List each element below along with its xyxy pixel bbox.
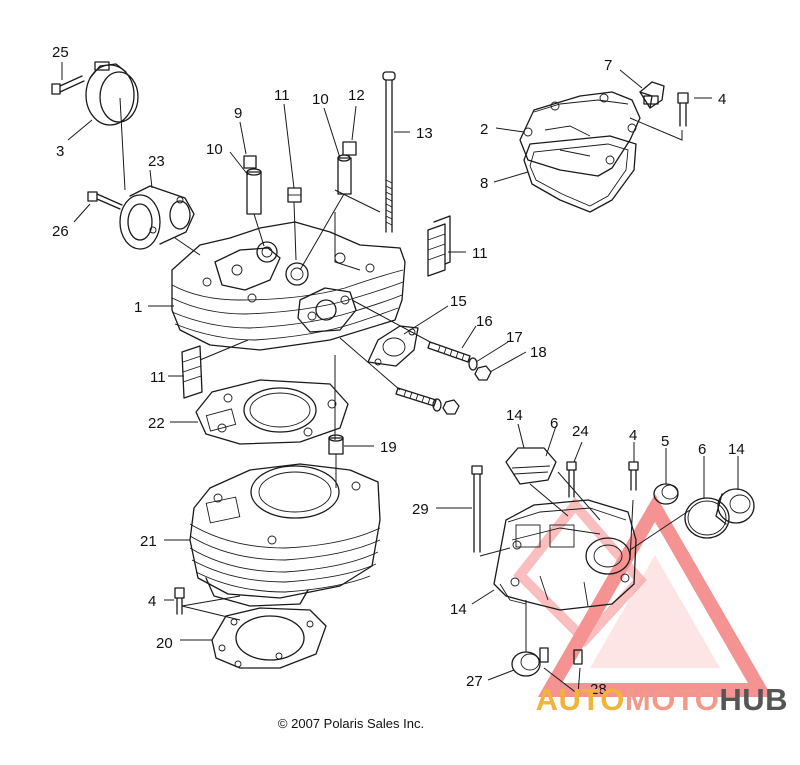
part-pin-28b bbox=[573, 649, 583, 665]
part-seal-6a bbox=[557, 471, 601, 521]
callout-29: 29 bbox=[412, 501, 429, 518]
callout-24: 24 bbox=[572, 423, 589, 440]
callout-20: 20 bbox=[156, 635, 173, 652]
part-stud-13 bbox=[382, 71, 396, 233]
part-plug-27 bbox=[511, 651, 541, 677]
part-cylinder-head-1 bbox=[171, 221, 406, 351]
part-valve-guide-10b bbox=[337, 154, 352, 195]
callout-4-top: 4 bbox=[718, 91, 726, 108]
callout-1: 1 bbox=[134, 299, 142, 316]
callout-11-right: 11 bbox=[472, 245, 488, 262]
watermark-auto: AUTO bbox=[535, 682, 625, 717]
part-cylinder-21 bbox=[189, 463, 381, 607]
part-clamp-3 bbox=[85, 61, 139, 126]
callout-10-right: 10 bbox=[312, 91, 329, 108]
callout-13: 13 bbox=[416, 125, 433, 142]
callout-leaders bbox=[61, 62, 739, 681]
callout-16: 16 bbox=[476, 313, 493, 330]
callout-17: 17 bbox=[506, 329, 523, 346]
part-valve-cover-2 bbox=[519, 91, 641, 177]
watermark-brand: AUTOMOTOHUB bbox=[536, 682, 788, 718]
part-pin-28a bbox=[539, 647, 549, 663]
part-cap-9 bbox=[243, 155, 257, 169]
callout-27: 27 bbox=[466, 673, 483, 690]
callout-4-mid: 4 bbox=[629, 427, 637, 444]
part-plug-5 bbox=[653, 483, 679, 505]
callout-21: 21 bbox=[140, 533, 157, 550]
copyright-text: © 2007 Polaris Sales Inc. bbox=[277, 716, 425, 731]
part-bolt-25 bbox=[51, 75, 85, 95]
part-housing-14 bbox=[493, 499, 637, 611]
part-base-gasket-20 bbox=[211, 607, 327, 669]
callout-5: 5 bbox=[661, 433, 669, 450]
part-cap-14b bbox=[715, 488, 755, 525]
part-head-gasket-22 bbox=[195, 379, 349, 445]
watermark-hub: HUB bbox=[719, 682, 788, 717]
callout-6-left: 6 bbox=[550, 415, 558, 432]
callout-28: 28 bbox=[590, 681, 607, 698]
copyright-notice: © 2007 Polaris Sales Inc. bbox=[0, 716, 800, 731]
callout-labels: 25 3 23 26 9 10 11 10 12 13 7 4 2 8 11 1… bbox=[52, 44, 745, 698]
callout-11-left: 11 bbox=[150, 369, 166, 386]
callout-6-right: 6 bbox=[698, 441, 706, 458]
part-cover-14a bbox=[505, 447, 557, 485]
part-bolt-4c bbox=[174, 587, 185, 615]
callout-15: 15 bbox=[450, 293, 467, 310]
callout-14-bottom: 14 bbox=[450, 601, 467, 618]
part-valve-guide-10a bbox=[246, 168, 262, 215]
part-block-stack-11c bbox=[181, 345, 203, 399]
part-washer-17a bbox=[468, 357, 478, 371]
callout-18: 18 bbox=[530, 344, 547, 361]
callout-8: 8 bbox=[480, 175, 488, 192]
part-block-stack-11b bbox=[427, 215, 451, 277]
part-stud-16b bbox=[395, 387, 437, 407]
callout-2: 2 bbox=[480, 121, 488, 138]
callout-7: 7 bbox=[604, 57, 612, 74]
callout-14-top: 14 bbox=[506, 407, 523, 424]
part-stud-16a bbox=[427, 341, 471, 363]
part-nut-18a bbox=[474, 365, 492, 381]
callout-4-bottom: 4 bbox=[148, 593, 156, 610]
callout-14-right: 14 bbox=[728, 441, 745, 458]
callout-19: 19 bbox=[380, 439, 397, 456]
part-washer-17b bbox=[432, 398, 442, 412]
part-dowel-19 bbox=[328, 434, 344, 455]
callout-12: 12 bbox=[348, 87, 365, 104]
part-block-11a bbox=[287, 187, 302, 203]
part-bolt-24 bbox=[566, 461, 577, 498]
callout-11-top: 11 bbox=[274, 87, 290, 104]
part-bolt-4a bbox=[677, 92, 689, 127]
callout-22: 22 bbox=[148, 415, 165, 432]
callout-9: 9 bbox=[234, 105, 242, 122]
part-bolt-29 bbox=[471, 465, 483, 553]
part-bolt-26 bbox=[87, 191, 123, 210]
callout-23: 23 bbox=[148, 153, 165, 170]
part-cover-gasket-8 bbox=[523, 135, 637, 213]
part-nut-18b bbox=[442, 399, 460, 415]
callout-25: 25 bbox=[52, 44, 69, 61]
part-cap-12 bbox=[342, 141, 357, 156]
callout-3: 3 bbox=[56, 143, 64, 160]
part-breather-fitting-7 bbox=[639, 81, 665, 109]
callout-10-left: 10 bbox=[206, 141, 223, 158]
part-bolt-4b bbox=[628, 461, 639, 491]
part-intake-boot-23 bbox=[119, 185, 195, 250]
watermark-logo-triangle bbox=[513, 493, 773, 697]
part-oring-6b bbox=[684, 497, 730, 539]
watermark-moto: MOTO bbox=[624, 682, 720, 717]
callout-26: 26 bbox=[52, 223, 69, 240]
